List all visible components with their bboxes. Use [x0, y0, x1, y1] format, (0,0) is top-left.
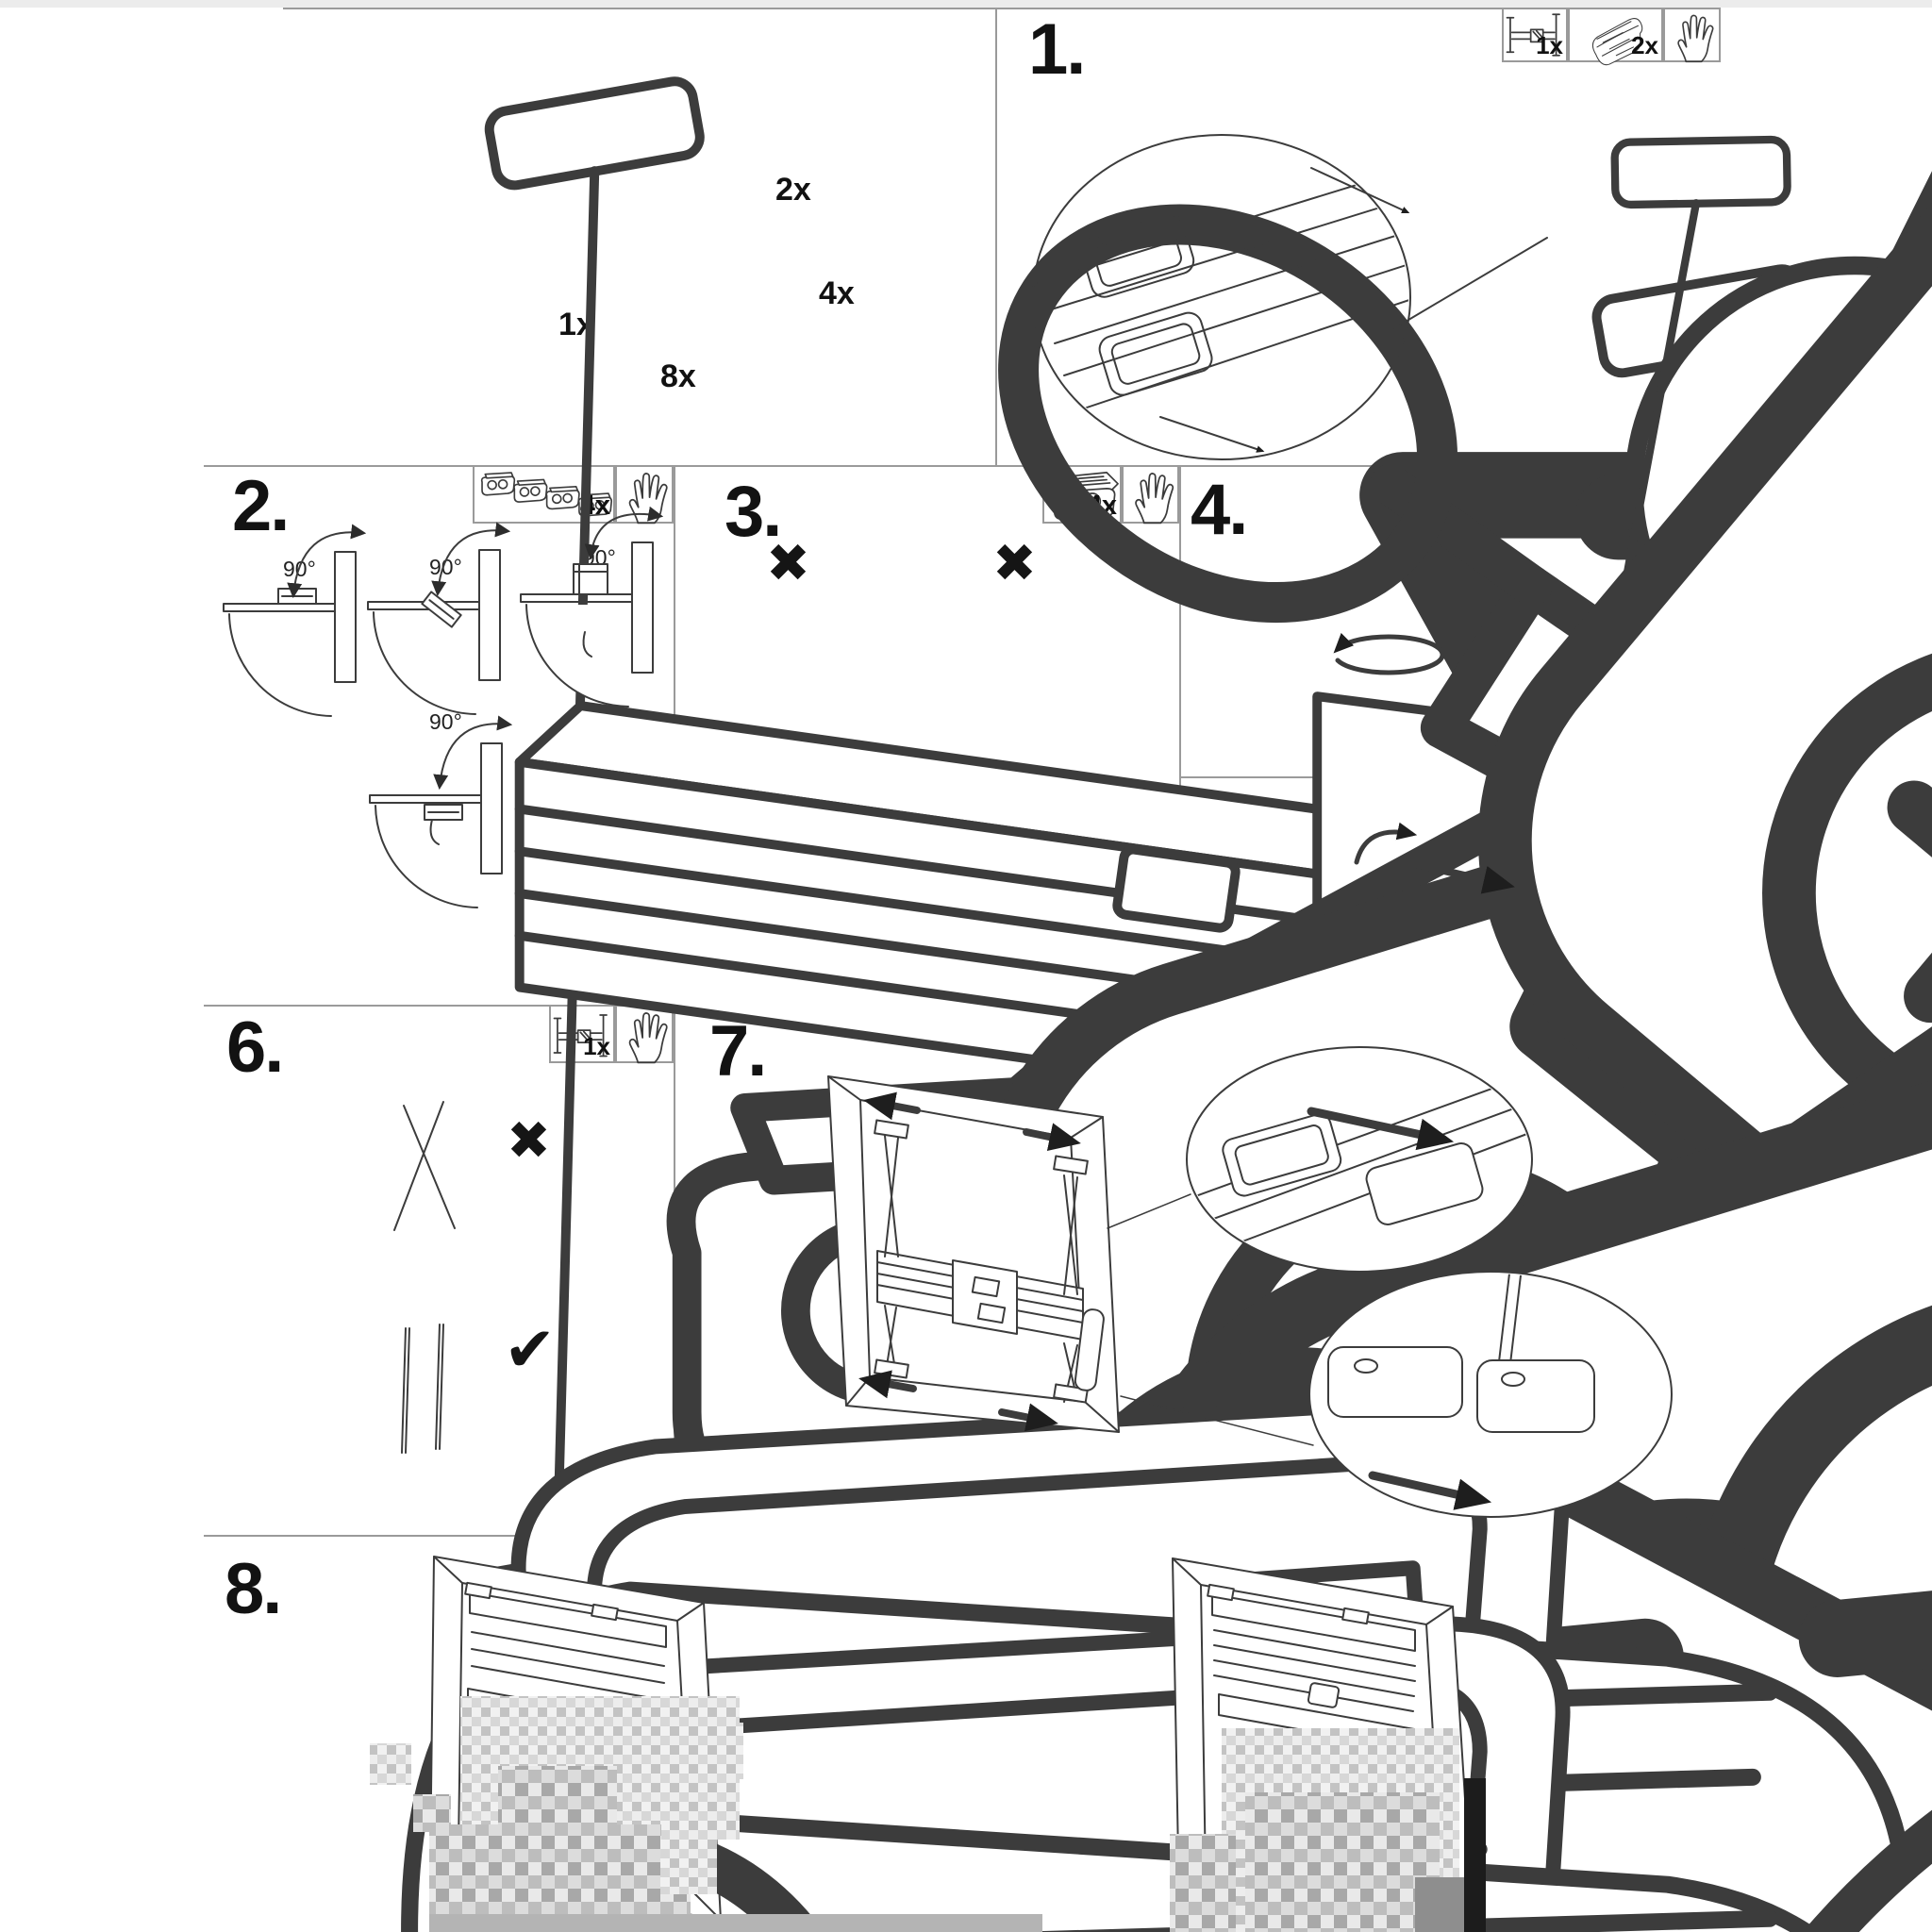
- step-1-number: 1.: [1028, 9, 1086, 90]
- parts-screw-qty: 8x: [660, 358, 696, 394]
- step-2-number: 2.: [232, 466, 290, 546]
- step-3-number: 3.: [724, 472, 782, 552]
- step7-drawing: [827, 1046, 1673, 1518]
- step1-clip-qty: 2x: [1631, 31, 1658, 59]
- step5-drawing: [728, 64, 1932, 1932]
- cross-mark-s3b: ✖: [992, 533, 1037, 594]
- page-top-strip: [0, 0, 1932, 8]
- step8-drawing: [0, 1556, 1932, 1932]
- border-step3-step4: [1179, 465, 1181, 1005]
- step1-rail-qty: 1x: [1536, 31, 1563, 59]
- step1-drawing: [1032, 109, 1932, 1923]
- step-7-number: 7.: [709, 1011, 767, 1091]
- step3-iconbox-hand: [1122, 465, 1179, 524]
- cross-mark-s3a: ✖: [766, 533, 810, 594]
- parts-bracket-qty: 4x: [819, 275, 855, 311]
- border-top: [283, 8, 1721, 9]
- step1-iconbox-clip: 2x: [1568, 8, 1663, 62]
- step-6-number: 6.: [226, 1008, 284, 1088]
- step-8-number: 8.: [225, 1549, 282, 1629]
- step6-diagrams: [393, 1101, 1906, 1932]
- cross-mark-s6: ✖: [507, 1110, 551, 1172]
- step-4-number: 4.: [1191, 470, 1248, 550]
- parts-clip-qty: 2x: [775, 172, 811, 208]
- border-parts-step1: [995, 8, 997, 465]
- step2-diagrams: [223, 506, 664, 908]
- border-row2: [204, 465, 1721, 467]
- step6-iconbox-rail: 1x: [549, 1005, 615, 1063]
- step1-iconbox-hand: [1663, 8, 1721, 62]
- step1-iconbox-rail: 1x: [1502, 8, 1568, 62]
- step4-drawing: [1333, 632, 1932, 1932]
- step9-drawing: [1170, 1557, 1932, 1932]
- step6-rail-qty: 1x: [583, 1032, 610, 1060]
- check-mark-s6: ✔: [504, 1313, 557, 1386]
- censor-band: [429, 1914, 1042, 1932]
